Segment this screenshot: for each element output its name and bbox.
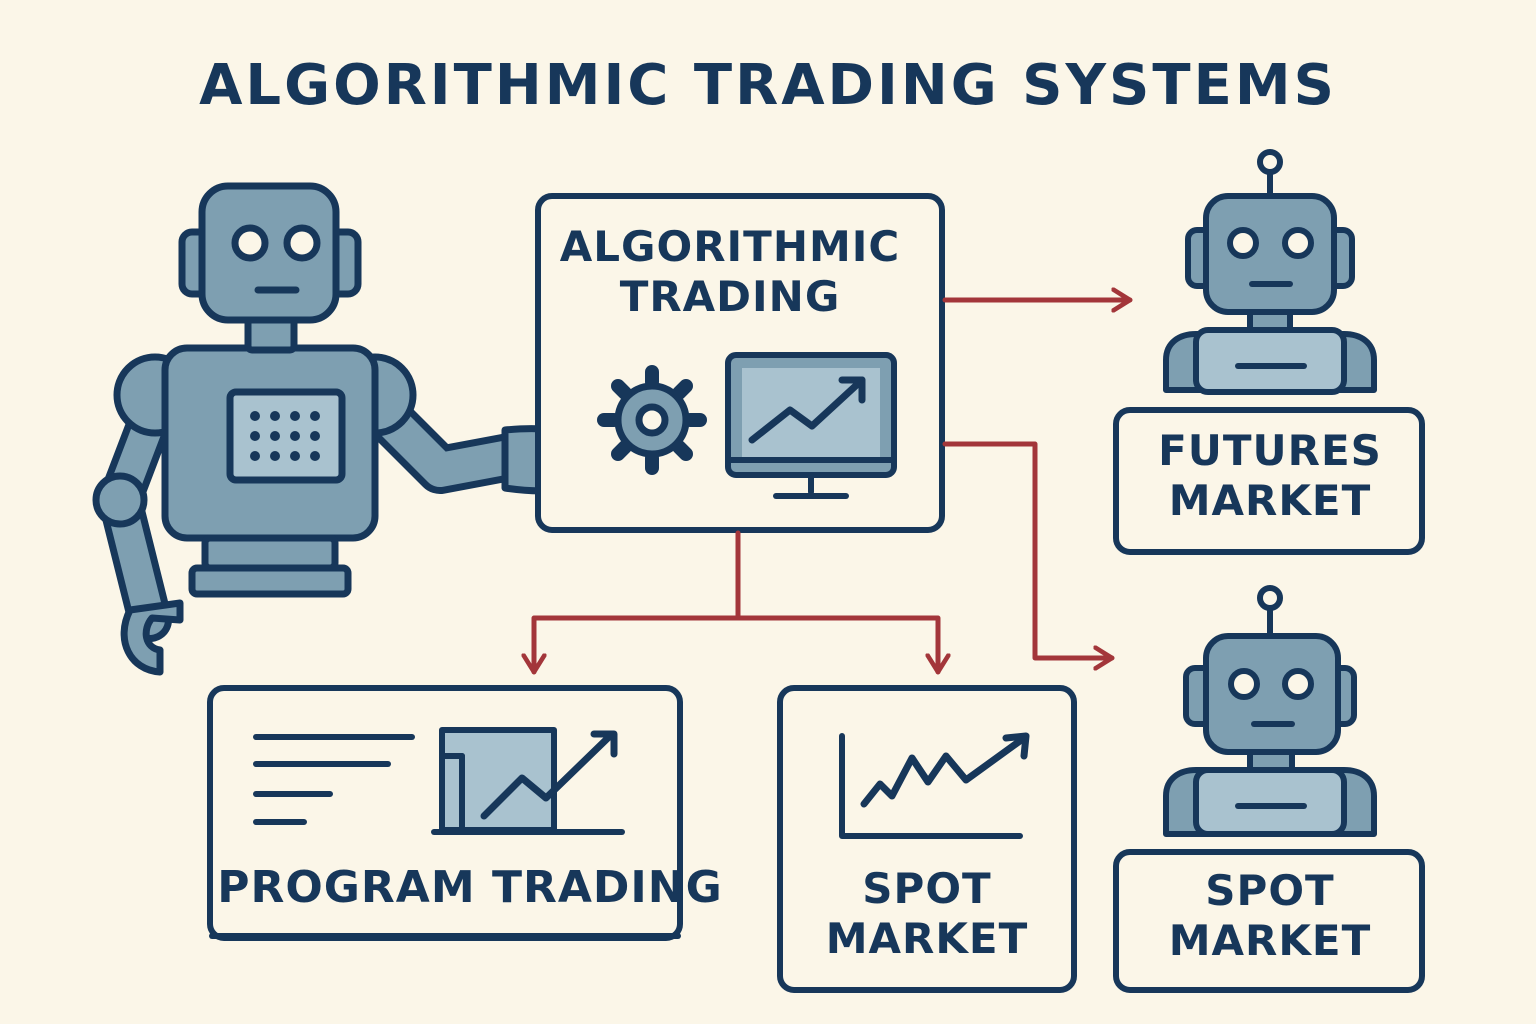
node-spot-market-right-label: SPOT MARKET bbox=[1118, 866, 1422, 967]
node-label-line: SPOT bbox=[862, 864, 992, 913]
robot-large-icon bbox=[92, 182, 585, 676]
node-label-line: FUTURES bbox=[1158, 426, 1382, 475]
node-futures-market-box bbox=[1113, 407, 1425, 555]
gear-icon bbox=[597, 365, 707, 475]
node-label-line: MARKET bbox=[825, 914, 1029, 964]
robot-small-icon bbox=[1163, 585, 1377, 837]
document-chart-icon bbox=[253, 727, 625, 835]
node-label-line: ALGORITHMIC bbox=[559, 222, 901, 271]
node-program-trading-label: PROGRAM TRADING bbox=[217, 862, 723, 913]
line-chart-icon bbox=[839, 732, 1030, 839]
node-label-line: MARKET bbox=[1168, 476, 1372, 526]
monitor-chart-icon bbox=[725, 352, 897, 499]
arrow-to-spot-market-right bbox=[942, 441, 1115, 658]
robot-small-icon bbox=[1163, 149, 1377, 395]
node-spot-market-right-box bbox=[1113, 849, 1425, 993]
page-title: ALGORITHMIC TRADING SYSTEMS bbox=[199, 53, 1337, 118]
node-futures-market-label: FUTURES MARKET bbox=[1118, 426, 1422, 527]
node-label-line: MARKET bbox=[1168, 916, 1372, 966]
arrow-to-spot-market-center bbox=[735, 615, 938, 675]
node-spot-market-center-label: SPOT MARKET bbox=[782, 864, 1072, 965]
node-algorithmic-trading-label: ALGORITHMIC TRADING bbox=[540, 222, 920, 323]
arrow-to-program-trading bbox=[534, 615, 741, 675]
connector-arrows bbox=[534, 300, 1133, 675]
node-label-line: SPOT bbox=[1205, 866, 1335, 915]
node-label-line: TRADING bbox=[619, 272, 841, 322]
